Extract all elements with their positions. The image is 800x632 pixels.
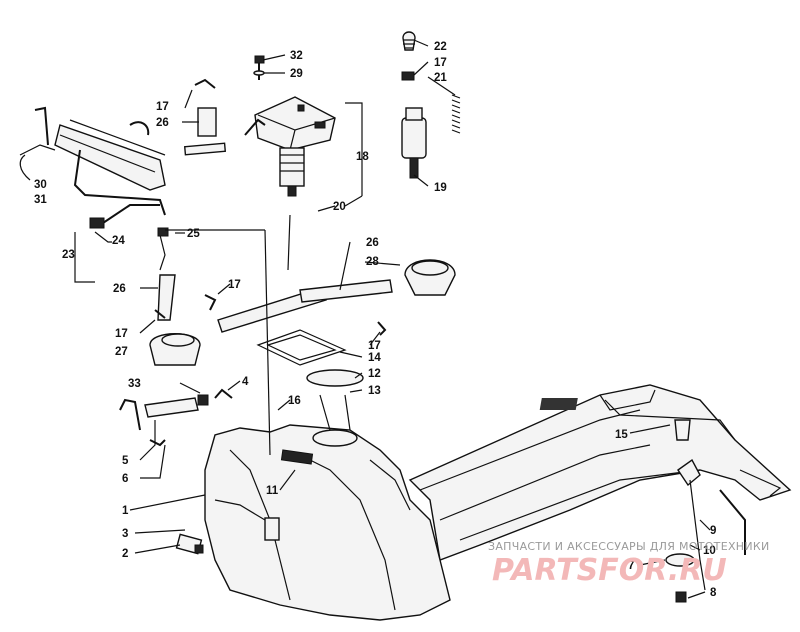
chassis-tunnel <box>408 384 792 561</box>
callout-8: 8 <box>710 587 717 599</box>
fuel-rail-upper-left <box>19 78 227 271</box>
callout-28: 28 <box>366 256 379 268</box>
callout-21: 21 <box>434 72 447 84</box>
callout-17-top: 17 <box>434 57 447 69</box>
callout-22: 22 <box>434 41 447 53</box>
gasket-cap-sender <box>256 329 364 431</box>
watermark-logo: PARTSFOR.RU <box>492 553 727 588</box>
watermark-tagline: ЗАПЧАСТИ И АКСЕССУАРЫ ДЛЯ МОТОТЕХНИКИ <box>488 540 770 553</box>
callout-23: 23 <box>62 249 75 261</box>
callout-26-left: 26 <box>113 283 126 295</box>
callout-labels: 32 29 22 17 21 19 17 26 18 30 31 20 24 2… <box>34 41 717 599</box>
callout-13: 13 <box>368 385 381 397</box>
callout-27: 27 <box>115 346 128 358</box>
callout-33: 33 <box>128 378 141 390</box>
callout-26-right: 26 <box>366 237 379 249</box>
valve-27 <box>149 333 201 366</box>
watermark: ЗАПЧАСТИ И АКСЕССУАРЫ ДЛЯ МОТОТЕХНИКИ PA… <box>488 540 770 588</box>
callout-26-upper-left: 26 <box>156 117 169 129</box>
pulse-hoses-and-valves <box>149 259 456 366</box>
callout-6: 6 <box>122 473 128 485</box>
callout-3: 3 <box>122 528 128 540</box>
callout-4: 4 <box>242 376 249 388</box>
callout-24: 24 <box>112 235 125 247</box>
callout-15: 15 <box>615 429 628 441</box>
callout-19: 19 <box>434 182 447 194</box>
valve-15 <box>665 419 746 603</box>
callout-30: 30 <box>34 179 47 191</box>
valve-28 <box>404 259 456 296</box>
callout-16: 16 <box>288 395 301 407</box>
callout-29: 29 <box>290 68 303 80</box>
callout-5: 5 <box>122 455 129 467</box>
callout-20: 20 <box>333 201 346 213</box>
callout-18: 18 <box>356 151 369 163</box>
hose-set-left <box>119 388 233 447</box>
callout-17-upper-left: 17 <box>156 101 169 113</box>
callout-7: 7 <box>628 560 634 572</box>
callout-9: 9 <box>710 525 716 537</box>
fuel-filter <box>401 31 461 179</box>
fuel-tank <box>204 424 451 621</box>
callout-14: 14 <box>368 352 381 364</box>
callout-17-left: 17 <box>115 328 128 340</box>
callout-17-right: 17 <box>368 340 381 352</box>
callout-11: 11 <box>266 485 279 497</box>
callout-2: 2 <box>122 548 128 560</box>
callout-12: 12 <box>368 368 381 380</box>
callout-17-mid: 17 <box>228 279 241 291</box>
screw-32 <box>253 55 265 80</box>
callout-1: 1 <box>122 505 129 517</box>
callout-32: 32 <box>290 50 303 62</box>
callout-31: 31 <box>34 194 47 206</box>
drain-plug <box>175 533 204 555</box>
leader-lines <box>19 39 711 599</box>
callout-25: 25 <box>187 228 200 240</box>
callout-10: 10 <box>703 545 716 557</box>
fuel-pump-assembly <box>244 96 336 197</box>
